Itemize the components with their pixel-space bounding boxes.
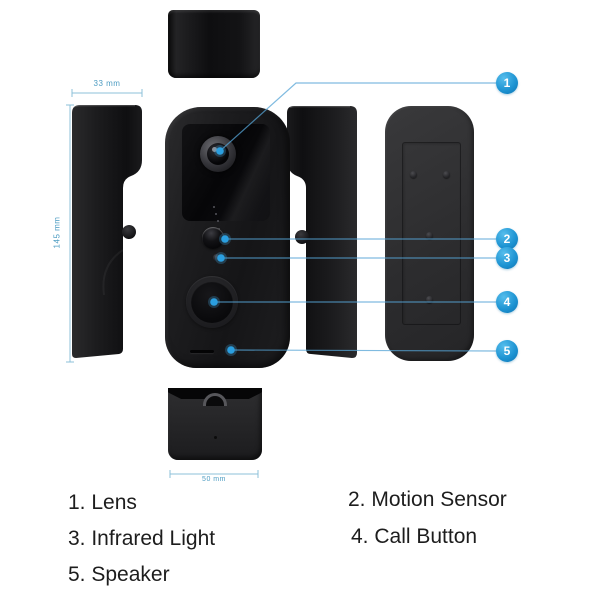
dimension-height-label: 145 mm (52, 216, 62, 249)
camera-lens-glass (207, 143, 229, 165)
doorbell-back-view (385, 106, 474, 361)
screw-hole (443, 171, 450, 178)
callout-3-infrared-light: 3 (496, 247, 518, 269)
legend-call-button: 4. Call Button (351, 525, 478, 548)
legend-infrared-light: 3. Infrared Light (68, 527, 216, 550)
bottom-screw-hole (214, 436, 217, 439)
dimension-front-width-label: 50 mm (202, 476, 226, 483)
screw-hole (426, 296, 433, 303)
right-side-body (287, 106, 357, 358)
left-side-top-highlight (73, 104, 135, 108)
bottom-bracket-notch (203, 393, 227, 406)
legend-speaker: 5. Speaker (68, 563, 170, 586)
right-side-button-knob (295, 230, 309, 244)
dimension-side-width-label: 33 mm (93, 79, 121, 88)
doorbell-left-side-view (72, 104, 142, 358)
indicator-led-dot (217, 220, 219, 222)
legend-motion-sensor: 2. Motion Sensor (348, 488, 507, 511)
callout-1-lens: 1 (496, 72, 518, 94)
camera-lens (200, 136, 236, 172)
lens-highlight (212, 147, 217, 152)
motion-sensor (202, 227, 224, 249)
callout-5-speaker: 5 (496, 340, 518, 362)
doorbell-top-view (168, 10, 260, 78)
doorbell-bottom-view (168, 388, 262, 460)
infrared-light (213, 254, 220, 261)
callout-4-call-button: 4 (496, 291, 518, 313)
screw-hole (426, 232, 433, 239)
legend-lens: 1. Lens (68, 491, 137, 514)
speaker-slot (190, 350, 214, 353)
call-button (191, 281, 233, 323)
callout-2-motion-sensor: 2 (496, 228, 518, 250)
doorbell-right-side-view (287, 105, 357, 358)
screw-hole (410, 171, 417, 178)
left-side-body (72, 105, 142, 358)
left-side-button-knob (122, 225, 136, 239)
call-button-ring (186, 276, 238, 328)
left-side-contour (102, 249, 124, 296)
indicator-led-dot (213, 206, 215, 208)
indicator-led-dot (215, 213, 217, 215)
doorbell-front-view (165, 107, 290, 368)
